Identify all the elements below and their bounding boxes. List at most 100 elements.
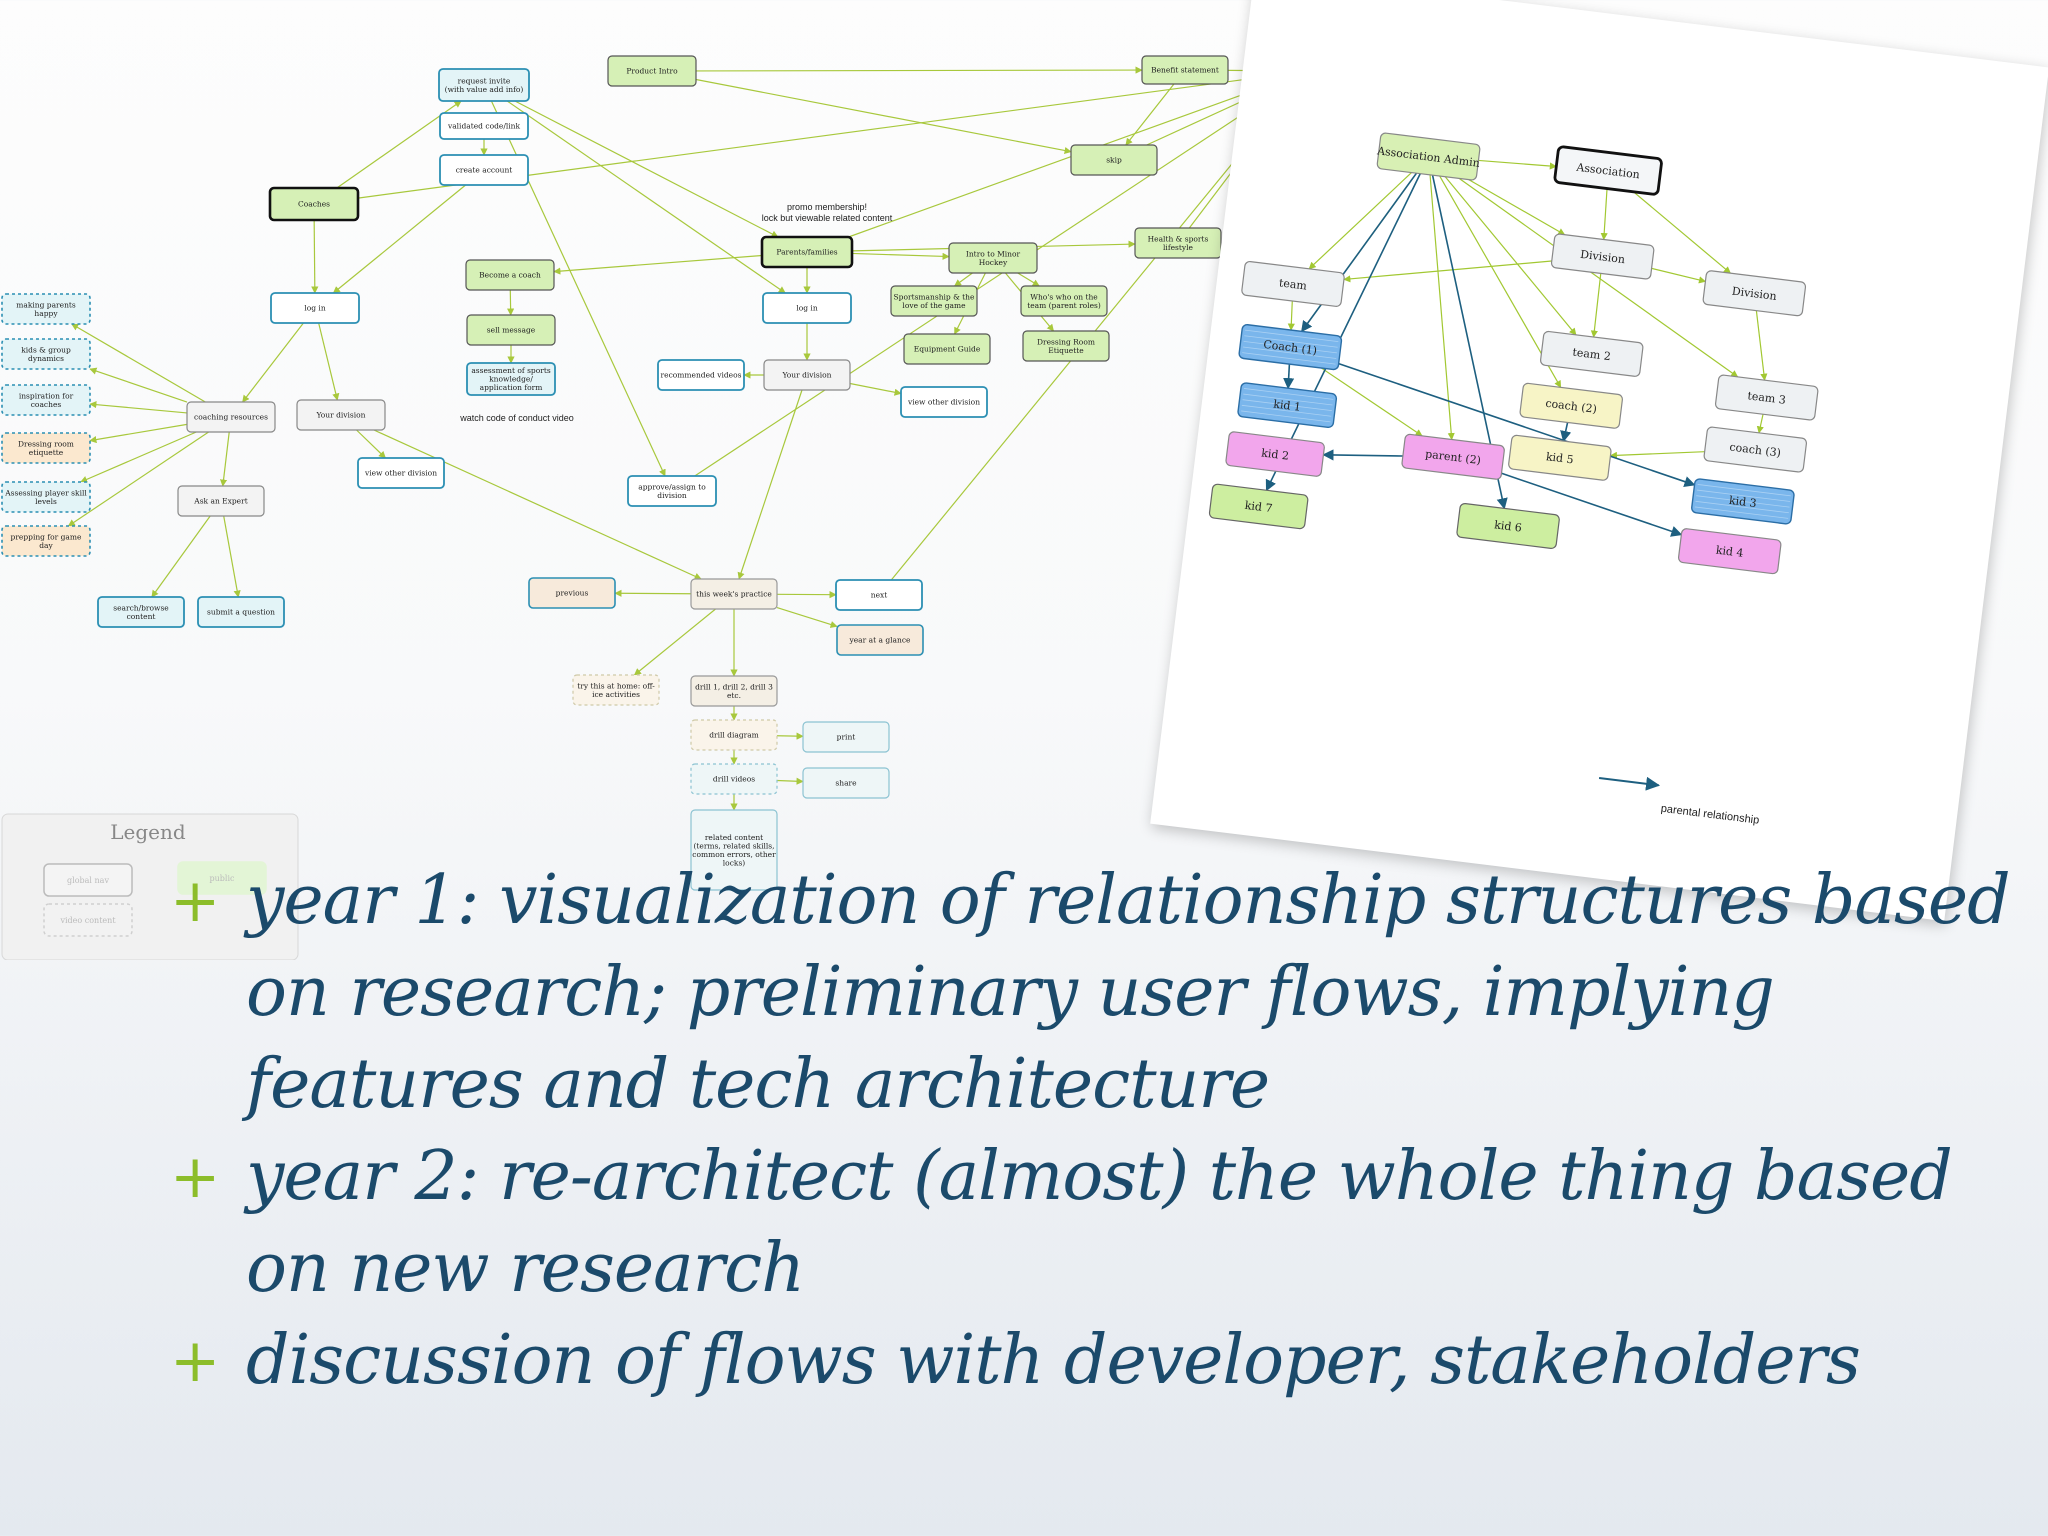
flow-node-coaching-resources: coaching resources [186,401,276,433]
relationship-node-team-1: team [1241,260,1345,307]
node-label: Dressing room [18,439,74,448]
relationship-edge [1287,300,1295,331]
flow-node-related-content: related content(terms, related skills,co… [690,809,778,891]
legend-item: video content [59,916,116,925]
relationship-edge [1458,177,1739,378]
node-label: Product Intro [626,67,678,76]
flow-node-share: share [802,767,890,799]
node-label: etiquette [29,448,64,457]
plus-icon: + [170,1142,220,1212]
flow-node-next: next [835,579,923,611]
node-label: log in [304,304,325,313]
node-label: (with value add info) [445,85,524,94]
node-label: Your division [315,411,365,420]
node-label: Health & sports [1148,234,1209,243]
flow-edge [737,389,803,580]
node-label: Coaches [298,200,330,209]
flow-node-try-at-home: try this at home: off-ice activities [572,674,660,706]
bullet-item: +year 1: visualization of relationship s… [170,855,2030,1131]
relationship-edge [1439,175,1562,388]
flow-node-benefit-statement: Benefit statement [1141,55,1229,85]
flow-edge [318,322,340,401]
flow-edge [776,606,838,628]
node-label: kids & group [21,345,71,354]
relationship-edge [1755,310,1768,381]
relationship-edge [1338,362,1696,487]
node-label: Equipment Guide [914,345,981,354]
node-label: (terms, related skills, [693,841,774,850]
flow-node-product-intro: Product Intro [607,55,697,87]
relationship-node-label: kid 6 [1494,518,1523,534]
annotation-text: lock but viewable related content [762,213,893,223]
flow-node-drill-videos: drill videos [690,763,778,795]
relationship-node-kid-7: kid 7 [1208,483,1309,530]
relationship-edge [1444,176,1577,336]
node-label: search/browse [113,603,169,612]
node-label: levels [35,497,57,506]
node-label: next [871,591,888,600]
relationship-node-label: Division [1580,248,1626,266]
relationship-edge [1633,191,1731,274]
relationship-edge [1501,472,1683,537]
node-label: sell message [487,326,536,335]
relationship-node-kid-1: kid 1 [1237,382,1338,429]
node-label: view other division [364,469,437,478]
flow-edge [506,100,786,294]
flow-node-log-in-parent: log in [762,292,852,324]
bullet-text: discussion of flows with developer, stak… [246,1321,1861,1400]
relationship-node-kid-2: kid 2 [1225,431,1325,477]
node-label: assessment of sports [471,366,551,375]
relationship-edge [1283,364,1295,390]
node-label: coaches [31,400,62,409]
node-label: this week's practice [696,590,772,599]
relationship-edge [1651,267,1707,284]
node-label: share [835,779,857,788]
relationship-node-label: coach (3) [1729,440,1782,459]
relationship-edge [1429,174,1455,441]
flow-edge [89,423,188,444]
flow-edge [695,78,1072,155]
node-label: lifestyle [1163,243,1194,252]
relationship-edge [1590,273,1602,338]
flow-edge [223,515,241,598]
node-label: Parents/families [776,248,837,257]
relationship-edge [1322,449,1403,461]
flow-node-assessment: assessment of sportsknowledge/applicatio… [466,362,556,396]
node-label: making parents [16,300,76,309]
node-label: inspiration for [19,391,74,400]
relationship-node-label: kid 7 [1244,499,1273,515]
flow-edge [80,431,197,483]
relationship-node-label: Coach (1) [1263,338,1318,357]
node-label: approve/assign to [638,482,706,491]
flow-edge [1125,83,1175,146]
flow-node-coaches: Coaches [268,186,360,222]
flow-node-print: print [802,721,890,753]
node-label: previous [556,589,589,598]
legend-label: parental relationship [1660,803,1760,827]
relationship-node-label: team 3 [1747,389,1787,407]
node-label: year at a glance [849,636,912,645]
relationship-node-kid-6: kid 6 [1456,502,1560,549]
flow-edge [553,254,763,275]
relationship-node-kid-4: kid 4 [1677,528,1782,575]
flow-node-this-weeks-practice: this week's practice [690,578,778,610]
node-label: Hockey [979,258,1008,267]
relationship-edge [1609,451,1705,459]
node-label: coaching resources [194,413,268,422]
flow-edge [851,252,950,260]
node-label: division [657,491,687,500]
relationship-node-team-3: team 3 [1714,374,1819,421]
relationship-node-parent-2: parent (2) [1401,433,1505,480]
flow-node-create-account: create account [439,154,529,186]
flow-edge [695,66,1143,74]
legend-item: global nav [67,876,109,885]
relationship-edge [1756,414,1764,434]
bullet-text: year 2: re-architect (almost) the whole … [246,1137,1953,1308]
